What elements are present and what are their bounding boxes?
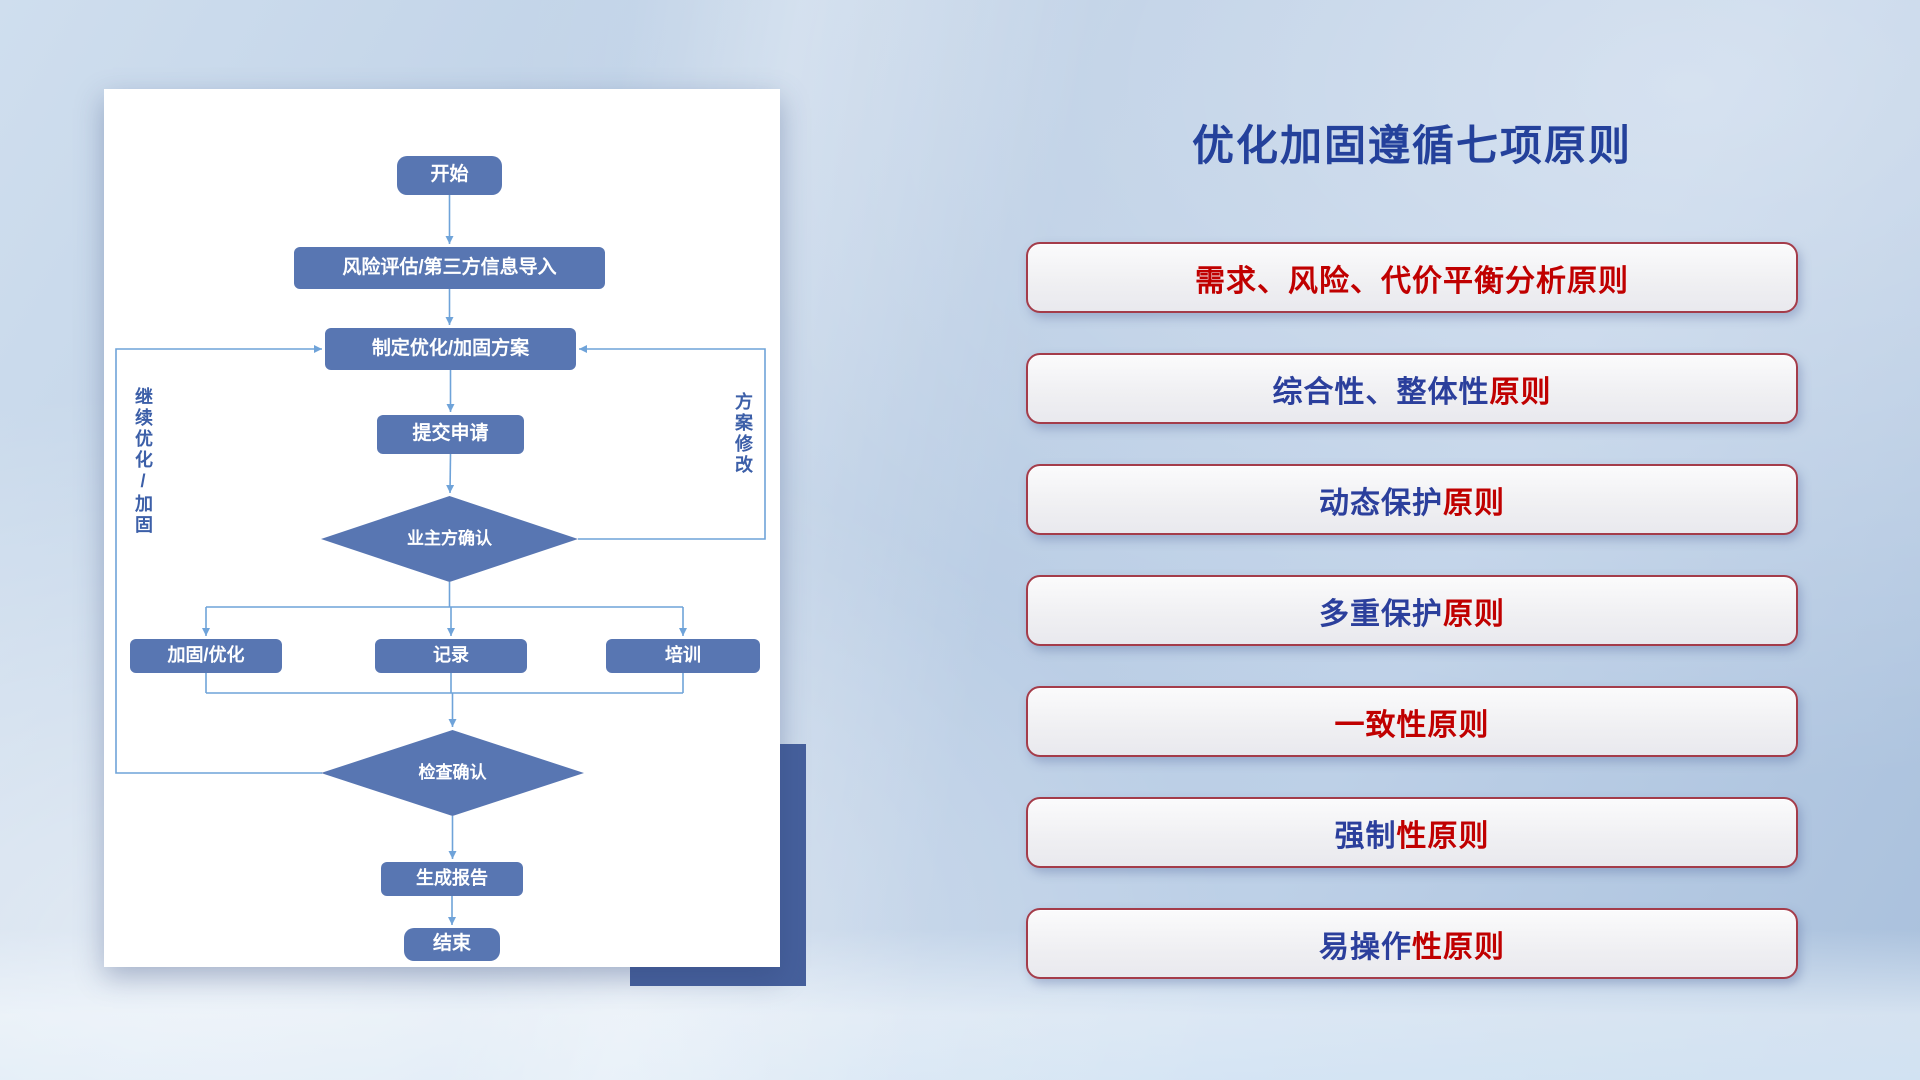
principle-segment-red: 性原则 [1412,930,1505,964]
principle-card-4: 多重保护原则 [1026,575,1798,646]
principle-segment-blue: 多重保护 [1319,597,1443,631]
principle-card-6: 强制性原则 [1026,797,1798,868]
flow-node-start: 开始 [397,156,502,195]
principle-card-1: 需求、风险、代价平衡分析原则 [1026,242,1798,313]
flowchart-card: 开始 风险评估/第三方信息导入 制定优化/加固方案 提交申请 业主方确认 加固/… [104,89,780,967]
flow-node-end: 结束 [404,928,500,961]
slide-title: 优化加固遵循七项原则 [1191,122,1632,169]
principle-segment-red: 需求、风险、代价平衡分析原则 [1195,264,1629,298]
flow-label-continue-optimize: 继续优化/加固 [133,387,153,536]
principle-card-3: 动态保护原则 [1026,464,1798,535]
principles-list: 需求、风险、代价平衡分析原则 综合性、整体性原则 动态保护原则 多重保护原则 一… [1026,242,1798,979]
principle-segment-red: 原则 [1443,486,1505,520]
principle-segment-red: 一致性原则 [1334,708,1490,742]
principle-card-7: 易操作性原则 [1026,908,1798,979]
principle-segment-red: 原则 [1489,375,1552,409]
flow-node-generate-report: 生成报告 [381,862,523,896]
flow-node-submit-application: 提交申请 [377,415,524,454]
principle-segment-blue: 综合性、整体性 [1272,375,1490,409]
principle-segment-blue: 强制 [1334,819,1397,853]
flow-node-risk-assessment: 风险评估/第三方信息导入 [294,247,605,289]
flowchart-connectors [115,195,766,925]
principle-segment-blue: 易操作 [1319,930,1412,964]
flow-node-harden-optimize: 加固/优化 [130,639,282,673]
flow-node-training: 培训 [606,639,760,673]
principle-card-2: 综合性、整体性原则 [1026,353,1798,424]
flow-node-make-plan: 制定优化/加固方案 [325,328,576,370]
flow-label-plan-modify: 方案修改 [733,392,753,476]
principle-segment-red: 原则 [1443,597,1505,631]
principle-segment-red: 性原则 [1396,819,1490,853]
flow-node-record: 记录 [375,639,527,673]
principle-segment-blue: 动态保护 [1319,486,1443,520]
principle-card-5: 一致性原则 [1026,686,1798,757]
